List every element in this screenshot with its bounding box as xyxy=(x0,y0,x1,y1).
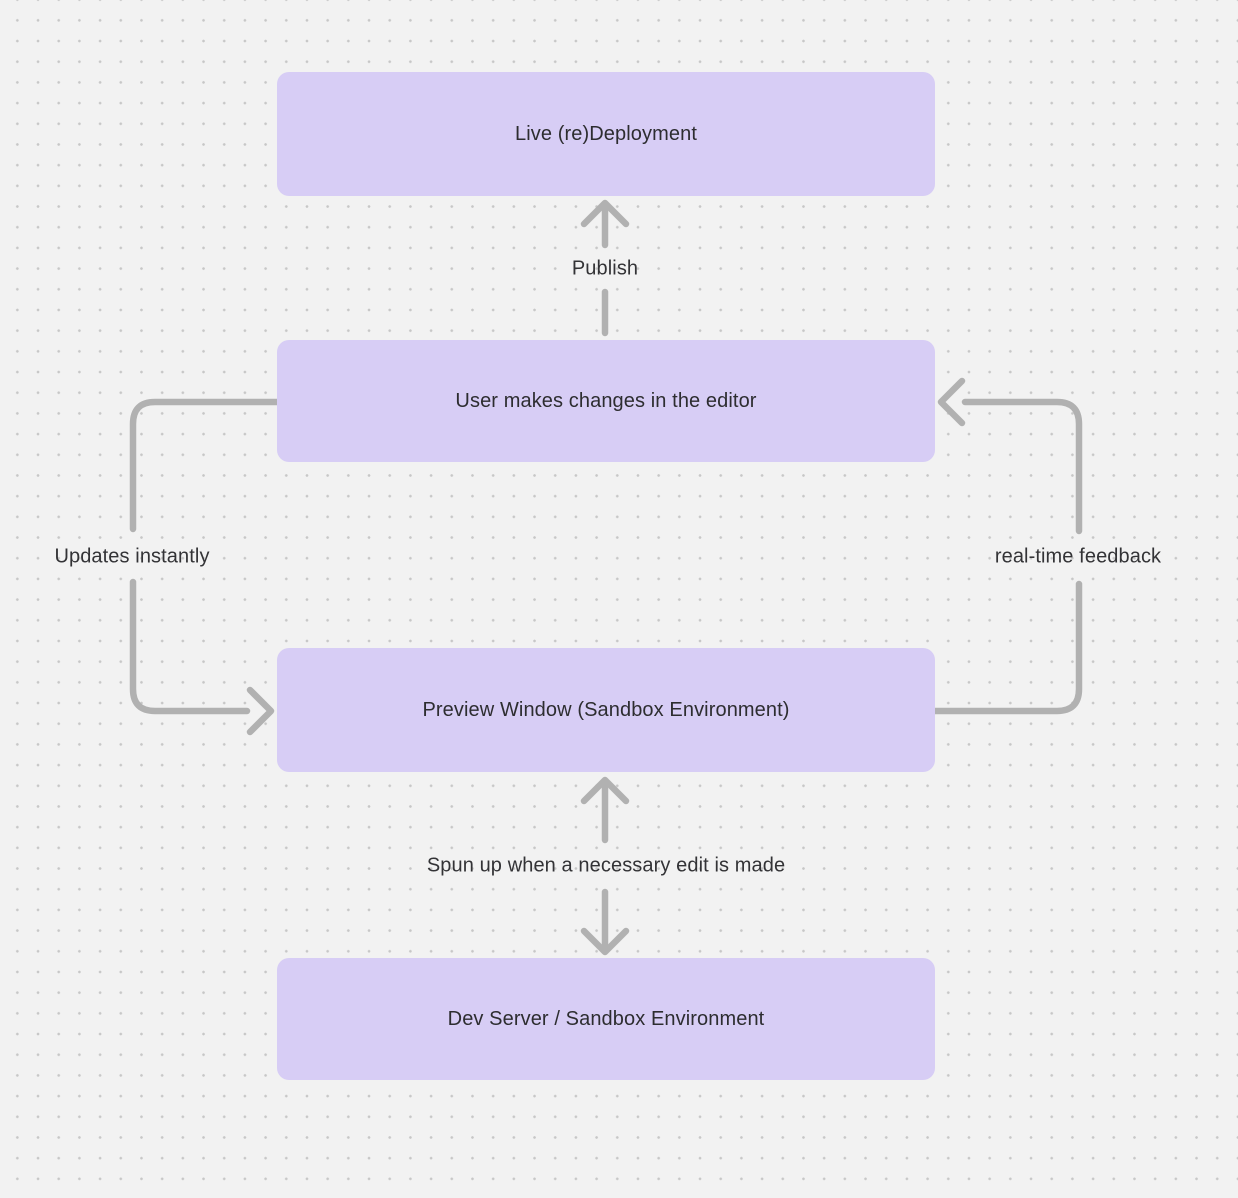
arrowhead-up-icon xyxy=(580,199,630,228)
edge-updates-segment-upper xyxy=(129,398,281,533)
edge-label-publish: Publish xyxy=(571,257,639,280)
edge-label-realtime-feedback: real-time feedback xyxy=(994,545,1162,568)
node-live-redeployment[interactable]: Live (re)Deployment xyxy=(277,72,935,196)
edge-feedback-segment-upper xyxy=(961,398,1083,535)
node-label: Preview Window (Sandbox Environment) xyxy=(422,698,790,721)
arrowhead-up-icon xyxy=(580,776,630,805)
edge-publish-arrow[interactable] xyxy=(580,199,630,337)
arrowhead-down-icon xyxy=(580,927,630,956)
edge-spun-up-arrow[interactable] xyxy=(580,776,630,956)
edge-realtime-feedback-arrow[interactable] xyxy=(931,377,1083,715)
edge-feedback-segment-lower xyxy=(931,580,1083,715)
node-label: Live (re)Deployment xyxy=(515,122,697,145)
arrowhead-right-icon xyxy=(246,686,275,736)
node-label: Dev Server / Sandbox Environment xyxy=(447,1007,765,1030)
node-preview-window[interactable]: Preview Window (Sandbox Environment) xyxy=(277,648,935,772)
node-label: User makes changes in the editor xyxy=(455,389,757,412)
edge-updates-segment-lower xyxy=(129,578,251,715)
edge-label-updates-instantly: Updates instantly xyxy=(54,545,210,568)
node-user-makes-changes[interactable]: User makes changes in the editor xyxy=(277,340,935,462)
edge-label-spun-up: Spun up when a necessary edit is made xyxy=(426,854,786,877)
node-dev-server[interactable]: Dev Server / Sandbox Environment xyxy=(277,958,935,1080)
edge-updates-instantly-arrow[interactable] xyxy=(129,398,281,736)
arrowhead-left-icon xyxy=(937,377,966,427)
